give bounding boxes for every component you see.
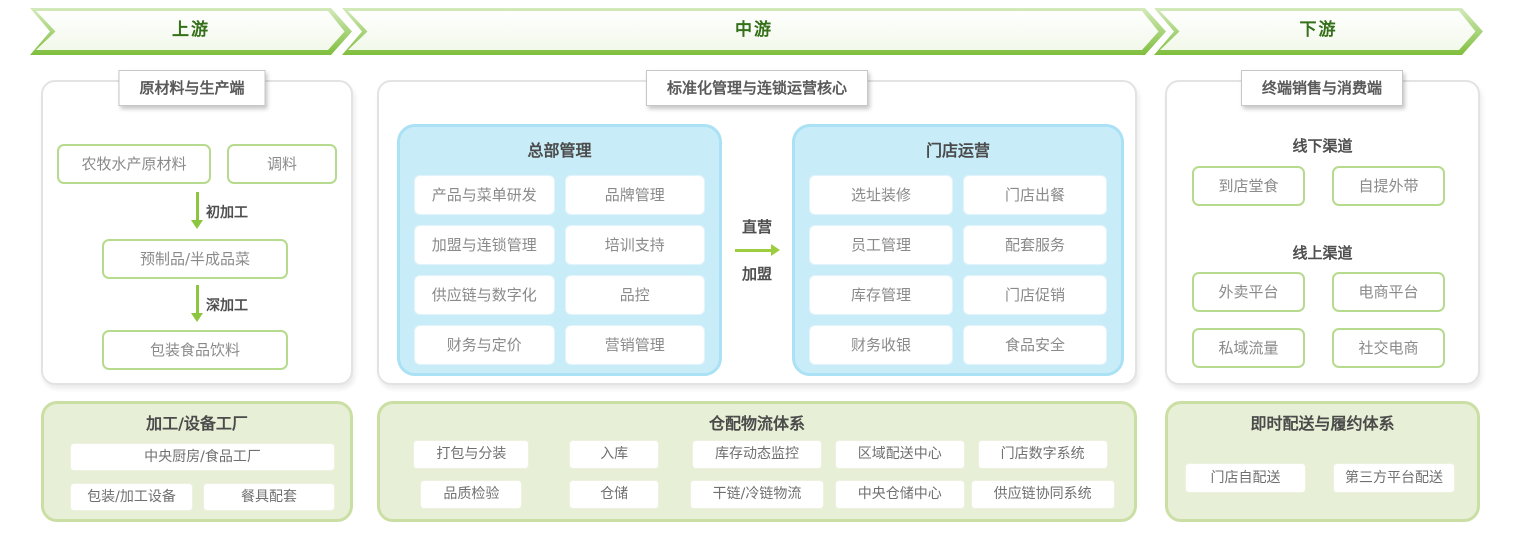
channel-item: 自提外带 — [1332, 166, 1445, 206]
hq-item: 品牌管理 — [564, 175, 705, 215]
factory-item: 餐具配套 — [203, 483, 335, 511]
band-downstream: 下游 — [1154, 8, 1483, 55]
chevron-band-icon — [30, 8, 352, 55]
franchise-connector: 直营 加盟 — [722, 124, 792, 376]
hq-item: 加盟与连锁管理 — [414, 225, 555, 265]
arrow-line — [195, 285, 199, 313]
panel-downstream: 线下渠道 到店堂食 自提外带 线上渠道 外卖平台 电商平台 私域流量 社交电商 — [1165, 80, 1480, 385]
band-downstream-label: 下游 — [1299, 20, 1338, 40]
arrow-line — [195, 192, 199, 220]
logistics-item: 供应链协同系统 — [970, 480, 1115, 509]
node-seasoning: 调料 — [227, 144, 337, 184]
store-item-grid: 选址装修 门店出餐 员工管理 配套服务 库存管理 门店促销 财务收银 食品安全 — [809, 175, 1107, 365]
logistics-panel-title: 仓配物流体系 — [708, 414, 805, 433]
channel-item: 私域流量 — [1192, 328, 1305, 368]
store-operation-panel: 门店运营 选址装修 门店出餐 员工管理 配套服务 库存管理 门店促销 财务收银 … — [792, 124, 1124, 376]
band-upstream: 上游 — [30, 8, 352, 55]
store-item: 员工管理 — [809, 225, 953, 265]
band-upstream-label: 上游 — [172, 20, 210, 40]
store-item: 门店出餐 — [963, 175, 1107, 215]
store-item: 财务收银 — [809, 325, 953, 365]
factory-panel: 加工/设备工厂 中央厨房/食品工厂 包装/加工设备 餐具配套 — [41, 401, 353, 522]
delivery-panel: 即时配送与履约体系 门店自配送 第三方平台配送 — [1165, 401, 1480, 522]
store-item: 库存管理 — [809, 275, 953, 315]
delivery-item: 第三方平台配送 — [1333, 463, 1455, 493]
panel-upstream: 农牧水产原材料 调料 初加工 预制品/半成品菜 深加工 包装食品饮料 — [41, 80, 353, 385]
down-arrow-icon — [191, 285, 203, 322]
logistics-item: 仓储 — [569, 480, 660, 509]
store-panel-title: 门店运营 — [925, 141, 990, 160]
arrow-head — [191, 220, 203, 229]
factory-panel-title: 加工/设备工厂 — [146, 414, 248, 433]
logistics-item: 入库 — [569, 440, 660, 469]
chevron-band-icon — [342, 8, 1166, 55]
logistics-item: 打包与分装 — [413, 440, 530, 469]
connector-label-direct: 直营 — [741, 218, 772, 236]
factory-item: 中央厨房/食品工厂 — [70, 443, 335, 471]
channel-item: 社交电商 — [1332, 328, 1445, 368]
store-item: 选址装修 — [809, 175, 953, 215]
delivery-item: 门店自配送 — [1185, 463, 1306, 493]
logistics-item: 中央仓储中心 — [834, 480, 965, 509]
logistics-item: 库存动态监控 — [691, 440, 822, 469]
hq-item: 供应链与数字化 — [414, 275, 555, 315]
band-midstream-label: 中游 — [735, 20, 773, 40]
label-deep-processing: 深加工 — [206, 298, 248, 314]
hq-item: 培训支持 — [564, 225, 705, 265]
label-primary-processing: 初加工 — [206, 205, 248, 221]
online-channel-label: 线上渠道 — [1292, 244, 1353, 262]
store-item: 配套服务 — [963, 225, 1107, 265]
store-item: 门店促销 — [963, 275, 1107, 315]
down-arrow-icon — [191, 192, 203, 229]
logistics-item: 干链/冷链物流 — [689, 480, 825, 509]
section-title-midstream: 标准化管理与连锁运营核心 — [645, 70, 869, 106]
channel-item: 电商平台 — [1332, 272, 1445, 312]
hq-item: 营销管理 — [564, 325, 705, 365]
channel-item: 外卖平台 — [1192, 272, 1305, 312]
delivery-panel-title: 即时配送与履约体系 — [1250, 414, 1395, 433]
hq-item: 产品与菜单研发 — [414, 175, 555, 215]
channel-item: 到店堂食 — [1192, 166, 1305, 206]
section-title-downstream: 终端销售与消费端 — [1240, 70, 1404, 106]
logistics-panel: 仓配物流体系 打包与分装 入库 库存动态监控 区域配送中心 门店数字系统 品质检… — [377, 401, 1137, 522]
section-title-upstream: 原材料与生产端 — [118, 70, 266, 106]
chevron-band-icon — [1154, 8, 1483, 55]
hq-item-grid: 产品与菜单研发 品牌管理 加盟与连锁管理 培训支持 供应链与数字化 品控 财务与… — [414, 175, 705, 365]
hq-item: 品控 — [564, 275, 705, 315]
node-semi-finished: 预制品/半成品菜 — [102, 239, 288, 279]
logistics-row: 品质检验 仓储 干链/冷链物流 中央仓储中心 供应链协同系统 — [400, 480, 1115, 509]
panel-midstream: 总部管理 产品与菜单研发 品牌管理 加盟与连锁管理 培训支持 供应链与数字化 品… — [377, 80, 1137, 385]
factory-item: 包装/加工设备 — [70, 483, 193, 511]
logistics-item: 门店数字系统 — [977, 440, 1108, 469]
logistics-row: 打包与分装 入库 库存动态监控 区域配送中心 门店数字系统 — [400, 440, 1114, 469]
arrow-head — [191, 313, 203, 322]
node-packaged-food: 包装食品饮料 — [102, 330, 288, 370]
arrow-head — [770, 244, 780, 256]
hq-panel-title: 总部管理 — [527, 141, 592, 160]
hq-item: 财务与定价 — [414, 325, 555, 365]
right-arrow-icon — [734, 244, 780, 256]
node-raw-materials: 农牧水产原材料 — [57, 144, 211, 184]
logistics-item: 区域配送中心 — [834, 440, 965, 469]
arrow-line — [734, 248, 771, 252]
offline-channel-label: 线下渠道 — [1292, 137, 1353, 155]
connector-label-franchise: 加盟 — [741, 265, 772, 283]
band-midstream: 中游 — [342, 8, 1166, 55]
hq-management-panel: 总部管理 产品与菜单研发 品牌管理 加盟与连锁管理 培训支持 供应链与数字化 品… — [397, 124, 722, 376]
store-item: 食品安全 — [963, 325, 1107, 365]
logistics-item: 品质检验 — [420, 480, 523, 509]
